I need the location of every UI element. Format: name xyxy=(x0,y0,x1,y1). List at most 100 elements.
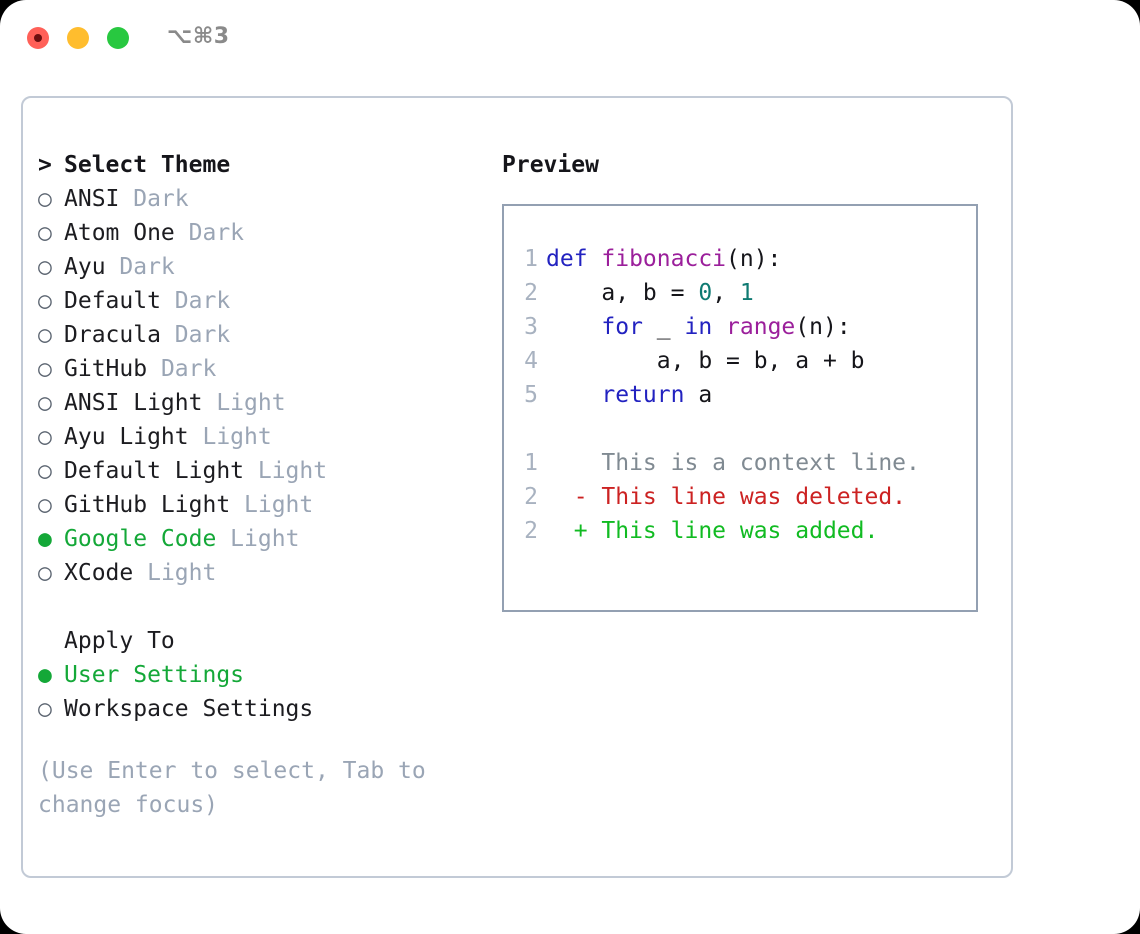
radio-unselected-icon: ○ xyxy=(38,186,52,212)
radio-selected-icon: ● xyxy=(38,526,52,552)
theme-list-item[interactable]: ○ XCode Light xyxy=(38,556,488,590)
close-button[interactable] xyxy=(27,27,49,49)
theme-list-item[interactable]: ○ GitHub Light Light xyxy=(38,488,488,522)
code-token: in xyxy=(684,314,713,340)
code-token: (n): xyxy=(795,314,851,340)
theme-name-label: Default Light xyxy=(64,458,245,484)
code-token: a, b = xyxy=(546,280,699,306)
theme-name-label: GitHub Light xyxy=(64,492,231,518)
code-token: 1 xyxy=(739,280,754,306)
theme-variant-label: Light xyxy=(244,458,328,484)
maximize-button[interactable] xyxy=(107,27,129,49)
line-number: 1 xyxy=(524,450,538,476)
radio-unselected-icon: ○ xyxy=(38,390,52,416)
theme-name-label: ANSI Light xyxy=(64,390,203,416)
apply-to-header: Apply To xyxy=(64,628,175,654)
code-token xyxy=(546,382,601,408)
theme-variant-label: Light xyxy=(188,424,272,450)
code-line: 3 for _ in range(n): xyxy=(504,310,976,344)
diff-marker xyxy=(546,450,601,476)
diff-marker: + xyxy=(546,518,602,544)
code-token: _ xyxy=(642,314,685,340)
theme-picker-header-label: Select Theme xyxy=(64,152,231,178)
theme-list-item[interactable]: ○ ANSI Light Light xyxy=(38,386,488,420)
theme-name-label: Google Code xyxy=(64,526,217,552)
code-token: range xyxy=(726,314,796,340)
diff-line: 1 This is a context line. xyxy=(504,446,976,480)
theme-list-item[interactable]: ○Ayu Dark xyxy=(38,250,488,284)
apply-to-item[interactable]: ○ Workspace Settings xyxy=(38,692,488,726)
radio-unselected-icon: ○ xyxy=(38,288,52,314)
theme-variant-label: Dark xyxy=(160,322,231,348)
theme-list-item[interactable]: ○Atom One Dark xyxy=(38,216,488,250)
apply-to-item[interactable]: ●User Settings xyxy=(38,658,488,692)
main-panel: >Select Theme ○ANSI Dark○Atom One Dark○A… xyxy=(21,96,1013,878)
theme-variant-label: Light xyxy=(133,560,217,586)
diff-text: This line was deleted. xyxy=(601,484,907,510)
radio-unselected-icon: ○ xyxy=(38,220,52,246)
radio-unselected-icon: ○ xyxy=(38,492,52,518)
theme-name-label: XCode xyxy=(64,560,134,586)
theme-variant-label: Light xyxy=(216,526,300,552)
code-token: return xyxy=(601,382,685,408)
theme-name-label: ANSI xyxy=(64,186,120,212)
code-diff-gap xyxy=(504,412,976,446)
theme-name-label: Ayu xyxy=(64,254,106,280)
line-number: 2 xyxy=(524,518,538,544)
radio-unselected-icon: ○ xyxy=(38,356,52,382)
keyboard-shortcut-label: ⌥⌘3 xyxy=(167,24,230,49)
theme-list-item[interactable]: ○ Dracula Dark xyxy=(38,318,488,352)
theme-list-item[interactable]: ○ Ayu Light Light xyxy=(38,420,488,454)
theme-list-item[interactable]: ○GitHub Dark xyxy=(38,352,488,386)
line-number: 5 xyxy=(524,382,538,408)
line-number: 2 xyxy=(524,484,538,510)
theme-name-label: Ayu Light xyxy=(64,424,189,450)
diff-line: 2 - This line was deleted. xyxy=(504,480,976,514)
line-number: 1 xyxy=(524,246,538,272)
theme-name-label: Dracula xyxy=(64,322,161,348)
hint-text: (Use Enter to select, Tab to change focu… xyxy=(38,758,426,818)
theme-list-item[interactable]: ○Default Dark xyxy=(38,284,488,318)
line-number: 3 xyxy=(524,314,538,340)
theme-variant-label: Dark xyxy=(105,254,175,280)
theme-variant-label: Light xyxy=(202,390,286,416)
theme-list-item[interactable]: ● Google Code Light xyxy=(38,522,488,556)
radio-unselected-icon: ○ xyxy=(38,560,52,586)
theme-variant-label: Dark xyxy=(174,220,245,246)
code-token: a xyxy=(684,382,713,408)
code-token: def xyxy=(546,246,602,272)
code-token: , xyxy=(712,280,740,306)
theme-list-item[interactable]: ○Default Light Light xyxy=(38,454,488,488)
radio-unselected-icon: ○ xyxy=(38,322,52,348)
code-token xyxy=(712,314,726,340)
theme-variant-label: Light xyxy=(230,492,314,518)
radio-unselected-icon: ○ xyxy=(38,696,52,722)
code-line: 2 a, b = 0, 1 xyxy=(504,276,976,310)
title-bar: ⌥⌘3 xyxy=(0,0,1140,78)
theme-variant-label: Dark xyxy=(147,356,217,382)
theme-list: ○ANSI Dark○Atom One Dark○Ayu Dark○Defaul… xyxy=(38,182,488,590)
theme-picker-header: >Select Theme xyxy=(38,148,488,182)
line-number: 2 xyxy=(524,280,538,306)
minimize-button[interactable] xyxy=(67,27,89,49)
diff-text: This line was added. xyxy=(601,518,879,544)
preview-title: Preview xyxy=(502,152,599,178)
code-token: 0 xyxy=(698,280,713,306)
diff-text: This is a context line. xyxy=(601,450,920,476)
theme-variant-label: Dark xyxy=(119,186,189,212)
list-spacer xyxy=(38,590,488,624)
radio-selected-icon: ● xyxy=(38,662,52,688)
diff-marker: - xyxy=(546,484,602,510)
theme-list-item[interactable]: ○ ANSI Dark xyxy=(38,182,488,216)
code-line: 5 return a xyxy=(504,378,976,412)
apply-to-label: Workspace Settings xyxy=(64,696,314,722)
code-token: fibonacci xyxy=(601,246,727,272)
code-token xyxy=(546,314,601,340)
radio-unselected-icon: ○ xyxy=(38,424,52,450)
diff-sample: 1 This is a context line.2 - This line w… xyxy=(504,446,976,548)
